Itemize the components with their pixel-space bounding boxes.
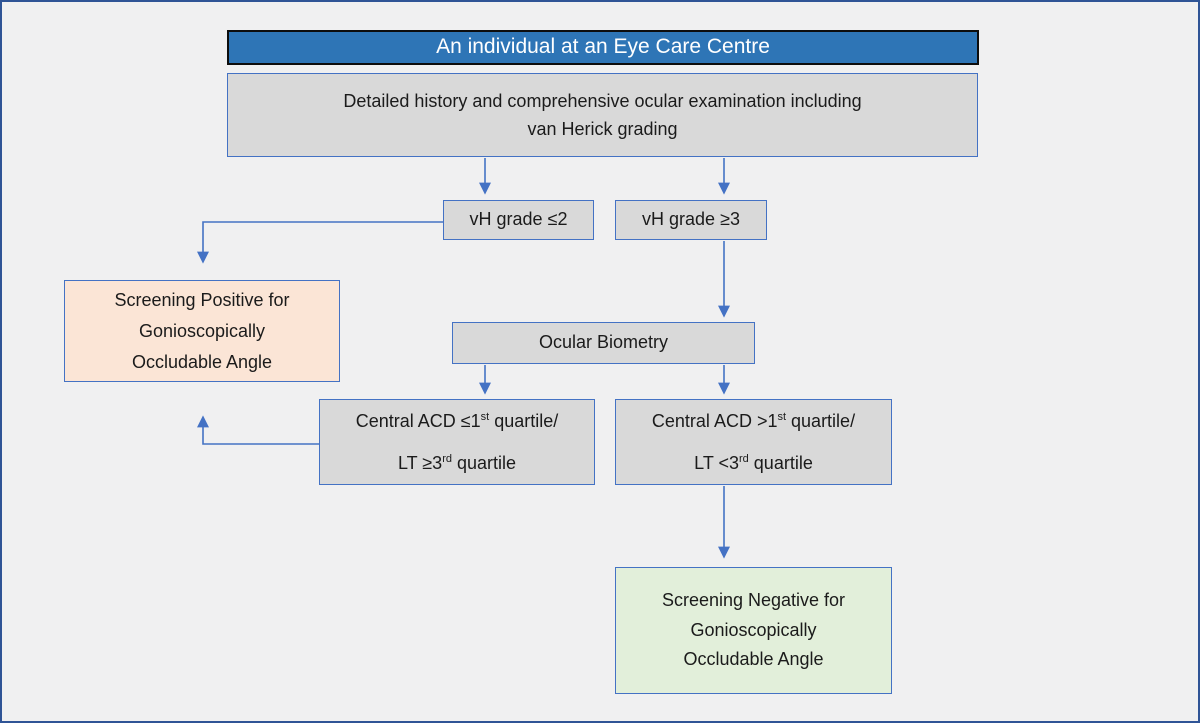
node-history-examination: Detailed history and comprehensive ocula… bbox=[227, 73, 978, 157]
node-eye-care-centre: An individual at an Eye Care Centre bbox=[227, 30, 979, 65]
node-screening-positive-line3: Occludable Angle bbox=[131, 351, 273, 372]
node-acd-le-1st-quartile-line1: Central ACD ≤1st quartile/ bbox=[355, 411, 559, 431]
node-acd-gt-1st-quartile-line2: LT <3rd quartile bbox=[694, 453, 813, 473]
node-history-examination-line1: Detailed history and comprehensive ocula… bbox=[343, 91, 862, 111]
node-screening-negative-line2: Gonioscopically bbox=[690, 619, 817, 640]
node-vh-grade-ge3-label: vH grade ≥3 bbox=[642, 209, 740, 230]
node-vh-grade-le2-label: vH grade ≤2 bbox=[469, 209, 568, 230]
node-screening-positive-line1: Screening Positive for bbox=[114, 289, 290, 310]
node-acd-le-1st-quartile-line2: LT ≥3rd quartile bbox=[397, 453, 517, 473]
node-screening-negative-line1: Screening Negative for bbox=[661, 590, 846, 611]
node-acd-le-1st-quartile: Central ACD ≤1st quartile/ LT ≥3rd quart… bbox=[319, 399, 595, 485]
node-vh-grade-ge3: vH grade ≥3 bbox=[615, 200, 767, 240]
superscript-st: st bbox=[480, 411, 490, 423]
node-ocular-biometry-label: Ocular Biometry bbox=[538, 332, 669, 353]
node-history-examination-line2: van Herick grading bbox=[527, 119, 678, 139]
node-screening-negative-line3: Occludable Angle bbox=[683, 649, 824, 670]
node-acd-gt-1st-quartile-line1: Central ACD >1st quartile/ bbox=[651, 411, 856, 431]
edge-acd-low-to-screening-positive-arrow bbox=[197, 415, 319, 445]
node-screening-negative: Screening Negative for Gonioscopically O… bbox=[615, 567, 892, 694]
superscript-rd: rd bbox=[442, 453, 452, 465]
node-eye-care-centre-label: An individual at an Eye Care Centre bbox=[436, 35, 770, 59]
node-acd-gt-1st-quartile: Central ACD >1st quartile/ LT <3rd quart… bbox=[615, 399, 892, 485]
superscript-rd: rd bbox=[739, 453, 749, 465]
node-screening-positive-line2: Gonioscopically bbox=[138, 320, 266, 341]
node-ocular-biometry: Ocular Biometry bbox=[452, 322, 755, 364]
edge-vh-low-to-screening-positive-arrow bbox=[197, 221, 443, 264]
superscript-st: st bbox=[777, 411, 787, 423]
node-screening-positive: Screening Positive for Gonioscopically O… bbox=[64, 280, 340, 382]
node-vh-grade-le2: vH grade ≤2 bbox=[443, 200, 594, 240]
